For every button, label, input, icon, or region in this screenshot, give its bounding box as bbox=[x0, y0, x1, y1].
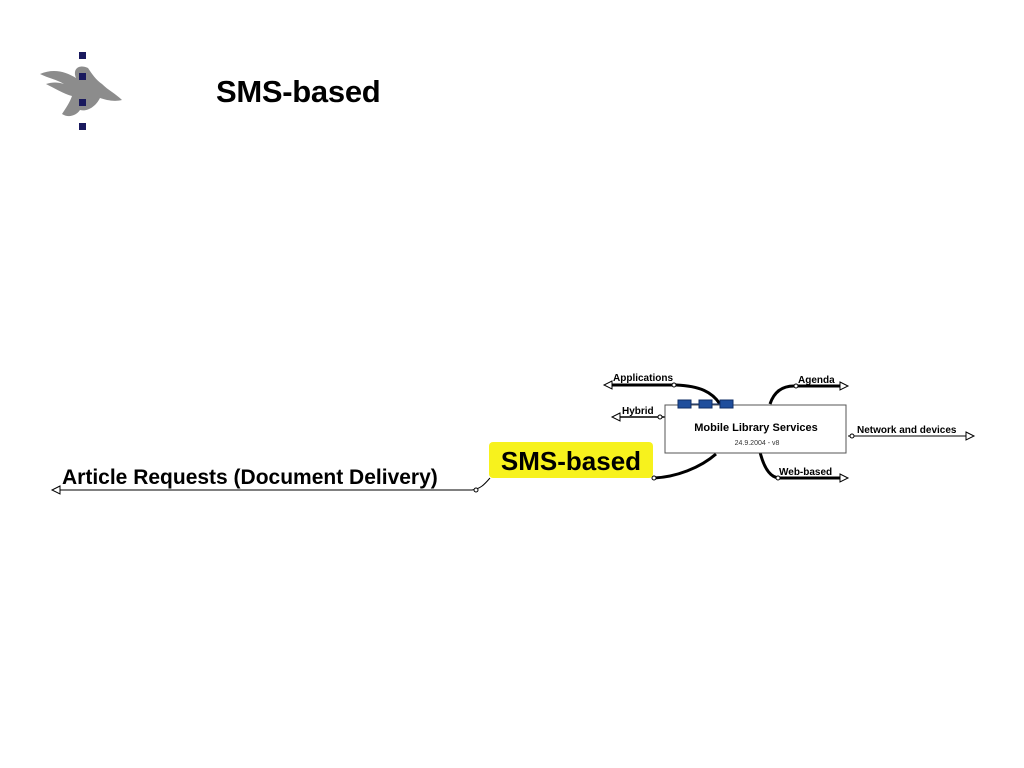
sms-based-highlight bbox=[489, 442, 653, 478]
connection-dots bbox=[473, 382, 855, 493]
logo-square-1 bbox=[79, 52, 86, 59]
arrow-hybrid bbox=[610, 412, 621, 422]
branch-applications: Applications bbox=[613, 373, 673, 384]
central-node-subtitle: 24.9.2004 - v8 bbox=[735, 440, 780, 447]
slide-title: SMS-based bbox=[216, 74, 381, 109]
sms-based-label: SMS-based bbox=[501, 446, 641, 476]
central-node-icon-3 bbox=[719, 399, 734, 409]
branch-agenda: Agenda bbox=[798, 375, 835, 386]
logo-square-3 bbox=[79, 99, 86, 106]
university-logo-icon bbox=[40, 52, 122, 130]
arrowheads bbox=[50, 380, 976, 495]
arrow-agenda bbox=[839, 381, 850, 391]
central-node: Mobile Library Services 24.9.2004 - v8 bbox=[664, 399, 847, 454]
central-node-icon-2 bbox=[698, 399, 713, 409]
arrow-network bbox=[965, 431, 976, 441]
arrow-applications bbox=[602, 380, 613, 390]
branch-hybrid: Hybrid bbox=[622, 406, 654, 417]
subtopic-article-requests: Article Requests (Document Delivery) bbox=[62, 466, 438, 489]
branch-network-and-devices: Network and devices bbox=[857, 425, 957, 436]
logo-square-4 bbox=[79, 123, 86, 130]
branch-sms-based: SMS-based bbox=[489, 442, 653, 478]
connector-sms bbox=[653, 452, 717, 480]
branch-web-based: Web-based bbox=[779, 467, 832, 478]
central-node-icon-1 bbox=[677, 399, 692, 409]
arrow-article bbox=[50, 485, 61, 495]
connector-agenda bbox=[768, 384, 842, 405]
arrow-web bbox=[839, 473, 850, 483]
central-node-title: Mobile Library Services bbox=[694, 422, 818, 434]
connector-article bbox=[58, 477, 491, 491]
logo-flame bbox=[40, 66, 122, 117]
logo-square-2 bbox=[79, 73, 86, 80]
central-node-box bbox=[664, 404, 847, 454]
